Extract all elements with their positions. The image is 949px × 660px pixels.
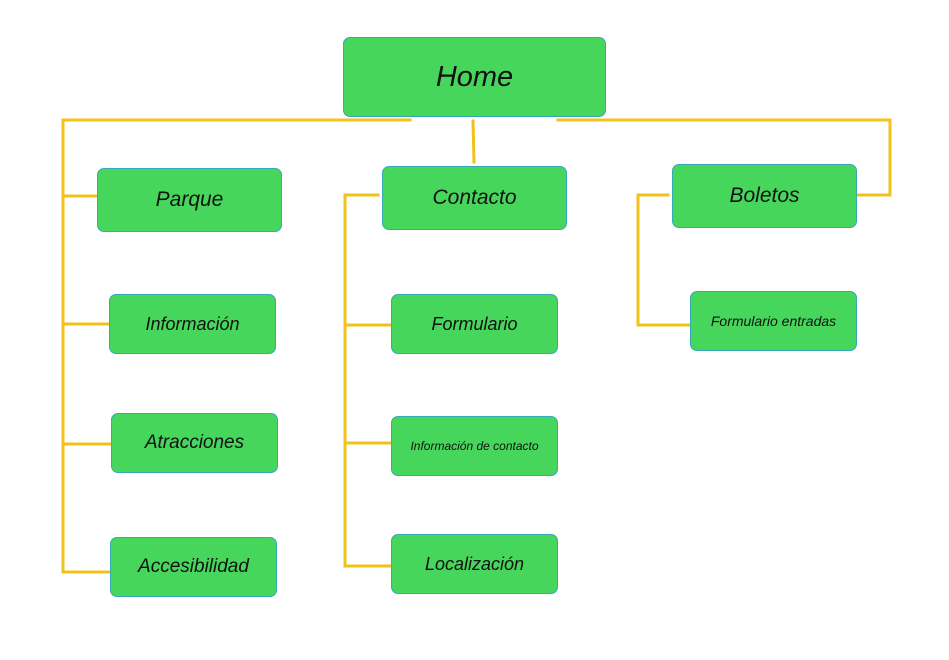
connector-home-contacto bbox=[471, 119, 476, 164]
node-localizacion-label: Localización bbox=[424, 553, 525, 574]
node-atracciones-label: Atracciones bbox=[144, 432, 245, 453]
node-formulario-entradas: Formulario entradas bbox=[690, 291, 857, 351]
node-accesibilidad-label: Accesibilidad bbox=[138, 556, 249, 577]
node-home-label: Home bbox=[435, 60, 514, 93]
node-boletos: Boletos bbox=[672, 164, 857, 228]
node-informacion-de-contacto: Información de contacto bbox=[391, 416, 558, 476]
node-formulario-label: Formulario bbox=[431, 313, 518, 334]
node-home: Home bbox=[343, 37, 606, 117]
node-parque-label: Parque bbox=[155, 188, 224, 211]
node-parque: Parque bbox=[97, 168, 282, 232]
node-formulario-entradas-label: Formulario entradas bbox=[710, 313, 837, 329]
node-contacto: Contacto bbox=[382, 166, 567, 230]
node-informacion-label: Información bbox=[145, 313, 240, 334]
node-contacto-label: Contacto bbox=[432, 186, 517, 209]
node-accesibilidad: Accesibilidad bbox=[110, 537, 277, 597]
node-informacion-de-contacto-label: Información de contacto bbox=[410, 439, 539, 453]
node-localizacion: Localización bbox=[391, 534, 558, 594]
node-formulario: Formulario bbox=[391, 294, 558, 354]
node-boletos-label: Boletos bbox=[729, 184, 800, 207]
node-informacion: Información bbox=[109, 294, 276, 354]
node-atracciones: Atracciones bbox=[111, 413, 278, 473]
